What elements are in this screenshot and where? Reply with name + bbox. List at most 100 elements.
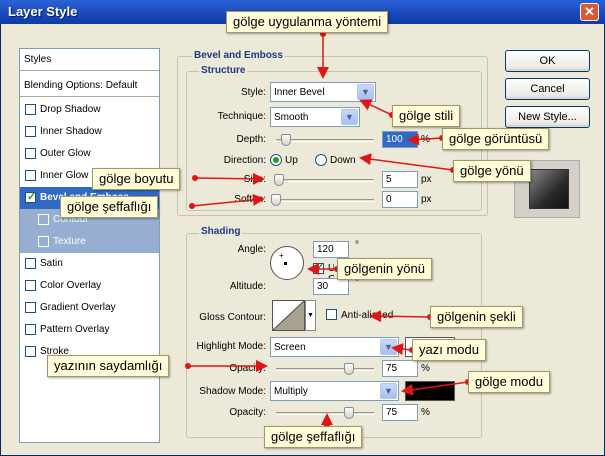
technique-label: Technique: (217, 111, 266, 122)
highlight-mode-value: Screen (274, 342, 306, 353)
style-item-label: Gradient Overlay (40, 302, 116, 313)
checkbox[interactable] (25, 302, 36, 313)
soften-slider-track[interactable] (276, 199, 374, 202)
angle-unit: ° (355, 240, 359, 251)
crosshair-icon: + (279, 251, 284, 260)
depth-slider-track[interactable] (276, 139, 374, 142)
highlight-opacity-track[interactable] (276, 368, 374, 371)
style-item-label: Pattern Overlay (40, 324, 110, 335)
ok-button[interactable]: OK (505, 50, 590, 72)
gloss-contour-label: Gloss Contour: (199, 312, 266, 323)
style-item-label: Texture (53, 236, 86, 247)
callout-shadow-mode: gölge modu (468, 371, 550, 393)
style-item-inner-glow[interactable]: Inner Glow (20, 165, 159, 187)
style-item-satin[interactable]: Satin (20, 253, 159, 275)
angle-dial[interactable]: + (270, 246, 304, 280)
soften-input[interactable]: 0 (382, 191, 418, 208)
shadow-opacity-label: Opacity: (229, 407, 266, 418)
size-unit: px (421, 174, 432, 185)
checkbox[interactable] (38, 214, 49, 225)
chevron-down-icon[interactable]: ▼ (380, 383, 397, 399)
shadow-mode-label: Shadow Mode: (199, 386, 266, 397)
size-slider-thumb[interactable] (274, 174, 284, 186)
callout-transparency: gölge şeffaflığı (60, 196, 159, 218)
technique-select[interactable]: Smooth (270, 107, 360, 127)
style-item-label: Stroke (40, 346, 69, 357)
style-item-pattern-overlay[interactable]: Pattern Overlay (20, 319, 159, 341)
altitude-input[interactable]: 30 (313, 278, 349, 295)
callout-size: gölge boyutu (92, 168, 181, 190)
checkbox[interactable] (25, 280, 36, 291)
size-input[interactable]: 5 (382, 171, 418, 188)
style-item-stroke[interactable]: Stroke (20, 341, 159, 363)
direction-label: Direction: (223, 155, 266, 166)
style-item-texture[interactable]: Texture (20, 231, 159, 253)
depth-label: Depth: (236, 134, 266, 145)
global-light-checkbox[interactable] (313, 261, 324, 274)
checkbox[interactable] (25, 148, 36, 159)
direction-up-radio[interactable] (270, 154, 282, 166)
angle-input[interactable]: 120 (313, 241, 349, 258)
cancel-button[interactable]: Cancel (505, 78, 590, 100)
shading-title: Shading (199, 226, 243, 237)
soften-label: Soften: (234, 194, 266, 205)
close-button[interactable]: ✕ (580, 3, 599, 21)
shadow-opacity-thumb[interactable] (344, 407, 354, 419)
shadow-opacity-track[interactable] (276, 412, 374, 415)
chevron-down-icon[interactable]: ▼ (357, 84, 374, 100)
style-item-gradient-overlay[interactable]: Gradient Overlay (20, 297, 159, 319)
styles-header[interactable]: Styles (20, 49, 159, 71)
depth-input[interactable]: 100 (382, 131, 418, 148)
checkbox-checked[interactable] (25, 190, 36, 203)
window-title: Layer Style (8, 4, 78, 19)
anti-aliased-checkbox[interactable] (326, 309, 337, 320)
style-item-label: Satin (40, 258, 63, 269)
checkbox[interactable] (25, 170, 36, 181)
direction-down-radio[interactable] (315, 154, 327, 166)
callout-shadow-transparency: gölge şeffaflığı (264, 426, 363, 448)
callout-style: gölge stili (392, 105, 461, 127)
highlight-opacity-thumb[interactable] (344, 363, 354, 375)
style-item-color-overlay[interactable]: Color Overlay (20, 275, 159, 297)
highlight-mode-label: Highlight Mode: (196, 341, 266, 352)
checkbox[interactable] (25, 126, 36, 137)
direction-down-label: Down (330, 155, 356, 166)
highlight-opacity-label: Opacity: (229, 363, 266, 374)
size-slider-track[interactable] (276, 179, 374, 182)
highlight-opacity-unit: % (421, 363, 430, 374)
checkbox[interactable] (25, 346, 36, 357)
checkbox[interactable] (25, 324, 36, 335)
style-item-label: Inner Glow (40, 170, 89, 181)
blending-options-item[interactable]: Blending Options: Default (20, 75, 159, 97)
style-item-label: Contour (53, 214, 89, 225)
checkbox[interactable] (25, 258, 36, 269)
callout-light-dir: gölgenin yönü (337, 258, 432, 280)
callout-text-mode: yazı modu (412, 339, 486, 361)
new-style-button[interactable]: New Style... (505, 106, 590, 128)
checkbox[interactable] (38, 236, 49, 247)
checkbox[interactable] (25, 104, 36, 115)
style-item-label: Color Overlay (40, 280, 102, 291)
shadow-opacity-input[interactable]: 75 (382, 404, 418, 421)
structure-title: Structure (199, 65, 248, 76)
gloss-contour-preview[interactable] (272, 300, 305, 331)
preview-swatch (529, 169, 569, 209)
style-select[interactable]: Inner Bevel (270, 82, 376, 102)
highlight-opacity-input[interactable]: 75 (382, 360, 418, 377)
highlight-mode-select[interactable]: Screen (270, 337, 399, 357)
style-item-inner-shadow[interactable]: Inner Shadow (20, 121, 159, 143)
direction-up-label: Up (285, 155, 298, 166)
shadow-color-swatch[interactable] (405, 381, 455, 401)
chevron-down-icon[interactable]: ▼ (341, 109, 358, 125)
callout-method: gölge uygulanma yöntemi (226, 11, 389, 33)
shadow-mode-value: Multiply (274, 386, 308, 397)
style-item-label: Inner Shadow (40, 126, 102, 137)
style-item-drop-shadow[interactable]: Drop Shadow (20, 99, 159, 121)
soften-slider-thumb[interactable] (271, 194, 281, 206)
depth-slider-thumb[interactable] (281, 134, 291, 146)
chevron-down-icon[interactable]: ▼ (380, 339, 397, 355)
style-select-value: Inner Bevel (274, 87, 325, 98)
shadow-mode-select[interactable]: Multiply (270, 381, 399, 401)
contour-dropdown[interactable]: ▼ (305, 300, 316, 331)
style-item-outer-glow[interactable]: Outer Glow (20, 143, 159, 165)
